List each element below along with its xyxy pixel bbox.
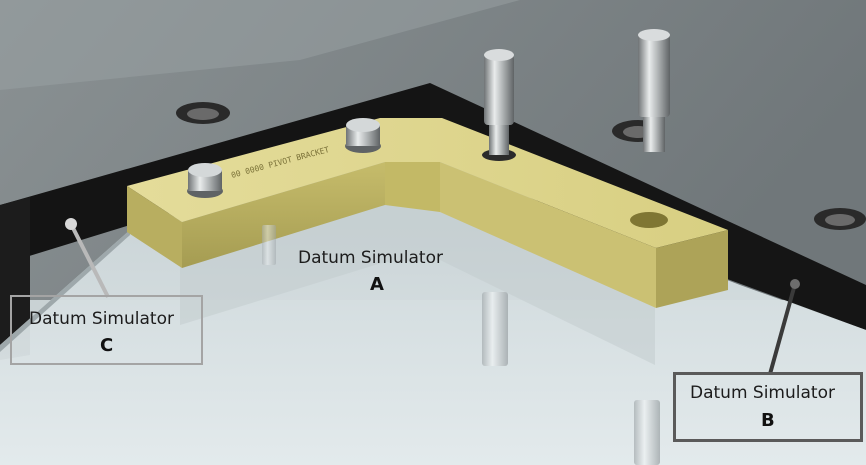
part-reflection xyxy=(180,205,655,365)
stub-pin-1 xyxy=(187,163,223,198)
plate-highlight xyxy=(0,0,520,90)
datum-b-letter: B xyxy=(761,410,775,431)
part-front-left xyxy=(127,186,182,268)
datum-a-letter: A xyxy=(370,274,384,295)
stub-pin-2 xyxy=(345,118,381,153)
datum-a-label: Datum Simulator xyxy=(298,248,443,268)
datum-c-letter: C xyxy=(100,335,114,356)
part-hole xyxy=(630,212,668,228)
part-inner-face xyxy=(385,162,440,212)
datum-c-callout-box xyxy=(10,295,203,365)
part-front-right xyxy=(440,162,656,308)
glass-edge-left xyxy=(0,230,130,352)
datum-b-callout-box xyxy=(673,372,863,442)
tall-pin-1 xyxy=(482,49,516,161)
ghost-pin-3 xyxy=(262,225,276,265)
part-front-face xyxy=(182,162,385,268)
tall-pin-2 xyxy=(638,29,670,152)
ghost-pin-1 xyxy=(482,292,508,366)
ghost-pin-2 xyxy=(634,400,660,465)
leader-c xyxy=(65,218,110,298)
plate-hole-1 xyxy=(176,102,230,124)
datum-c-label: Datum Simulator xyxy=(29,309,174,329)
leader-b xyxy=(768,279,800,375)
plate-hole-3 xyxy=(814,208,866,230)
datum-b-label: Datum Simulator xyxy=(690,383,835,403)
part-top-face xyxy=(127,118,728,248)
part-end-face xyxy=(656,230,728,308)
left-wall-front xyxy=(0,197,30,360)
